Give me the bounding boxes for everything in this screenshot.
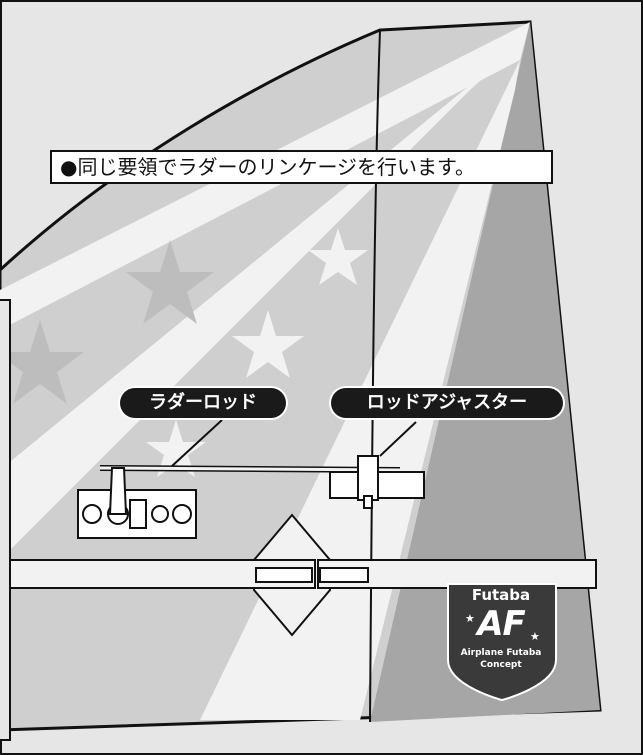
leader-line-adjuster	[379, 421, 417, 457]
rudder-hinge-line	[369, 29, 381, 723]
label-rod-adjuster: ロッドアジャスター	[331, 388, 563, 418]
star-icon	[232, 310, 304, 378]
logo-brand: Futaba	[471, 586, 531, 604]
hinge-slot	[255, 567, 313, 583]
rod-adjuster	[357, 455, 379, 501]
logo-mark: AF	[477, 604, 526, 644]
fuselage-edge	[0, 299, 11, 741]
futaba-logo-shield	[447, 583, 557, 702]
servo-horn	[108, 467, 128, 515]
fin-dark-panel	[370, 22, 600, 722]
star-icon	[308, 228, 368, 285]
logo-tagline-2: Concept	[480, 660, 522, 670]
star-icon	[146, 420, 206, 477]
leader-line-rod	[171, 419, 223, 467]
star-icon	[0, 320, 84, 404]
svg-text:★: ★	[465, 612, 475, 625]
svg-text:★: ★	[530, 630, 540, 643]
label-rudder-rod: ラダーロッド	[120, 388, 286, 418]
hinge-slot	[319, 567, 369, 583]
logo-tagline-1: Airplane Futaba	[460, 648, 542, 658]
star-icon	[126, 240, 214, 324]
instruction-caption: ●同じ要領でラダーのリンケージを行います。	[50, 150, 553, 184]
